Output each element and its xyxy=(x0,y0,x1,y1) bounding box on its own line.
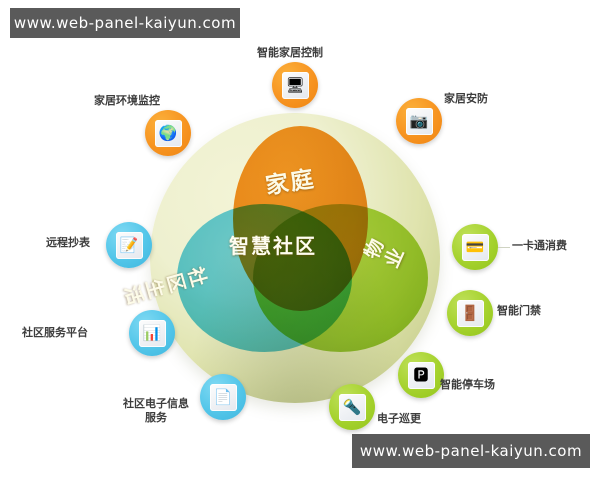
patrol-icon[interactable]: 🔦 xyxy=(329,384,375,430)
node-label-electronic-patrol: 电子巡更 xyxy=(377,412,421,425)
connector-line xyxy=(498,247,510,248)
node-label-smart-access-control: 智能门禁 xyxy=(497,304,541,317)
node-label-one-card-payment: 一卡通消费 xyxy=(512,239,567,252)
clipboard-pen-icon[interactable]: 📝 xyxy=(106,222,152,268)
fan-chart-icon[interactable]: 📊 xyxy=(129,310,175,356)
node-label-community-platform: 社区服务平台 xyxy=(22,326,88,339)
documents-icon-glyph: 📄 xyxy=(209,383,237,411)
card-reader-icon-glyph: 💳 xyxy=(461,233,489,261)
globe-icon[interactable]: 🌍 xyxy=(145,110,191,156)
camera-icon[interactable]: 📷 xyxy=(396,98,442,144)
documents-icon[interactable]: 📄 xyxy=(200,374,246,420)
venn-lobe-property[interactable] xyxy=(253,204,428,352)
node-label-community-info-service: 社区电子信息服务 xyxy=(123,397,189,424)
node-label-smart-parking: 智能停车场 xyxy=(440,378,495,391)
venn-diagram: 家庭 社区生活 物业 智慧社区 xyxy=(119,108,455,408)
parking-icon[interactable]: 🅿 xyxy=(398,352,444,398)
node-label-smart-home-control: 智能家居控制 xyxy=(257,46,323,59)
card-reader-icon[interactable]: 💳 xyxy=(452,224,498,270)
parking-icon-glyph: 🅿 xyxy=(407,361,435,389)
watermark-bottom: www.web-panel-kaiyun.com xyxy=(352,434,590,468)
monitor-icon-glyph: 🖥 xyxy=(281,71,309,99)
clipboard-pen-icon-glyph: 📝 xyxy=(115,231,143,259)
globe-icon-glyph: 🌍 xyxy=(154,119,182,147)
sphere-shading xyxy=(150,113,440,403)
patrol-icon-glyph: 🔦 xyxy=(338,393,366,421)
camera-icon-glyph: 📷 xyxy=(405,107,433,135)
door-lock-icon[interactable]: 🚪 xyxy=(447,290,493,336)
door-lock-icon-glyph: 🚪 xyxy=(456,299,484,327)
monitor-icon[interactable]: 🖥 xyxy=(272,62,318,108)
fan-chart-icon-glyph: 📊 xyxy=(138,319,166,347)
node-label-remote-meter-reading: 远程抄表 xyxy=(46,236,90,249)
node-label-home-environment: 家居环境监控 xyxy=(94,94,160,107)
node-label-home-security: 家居安防 xyxy=(444,92,488,105)
watermark-top: www.web-panel-kaiyun.com xyxy=(10,8,240,38)
